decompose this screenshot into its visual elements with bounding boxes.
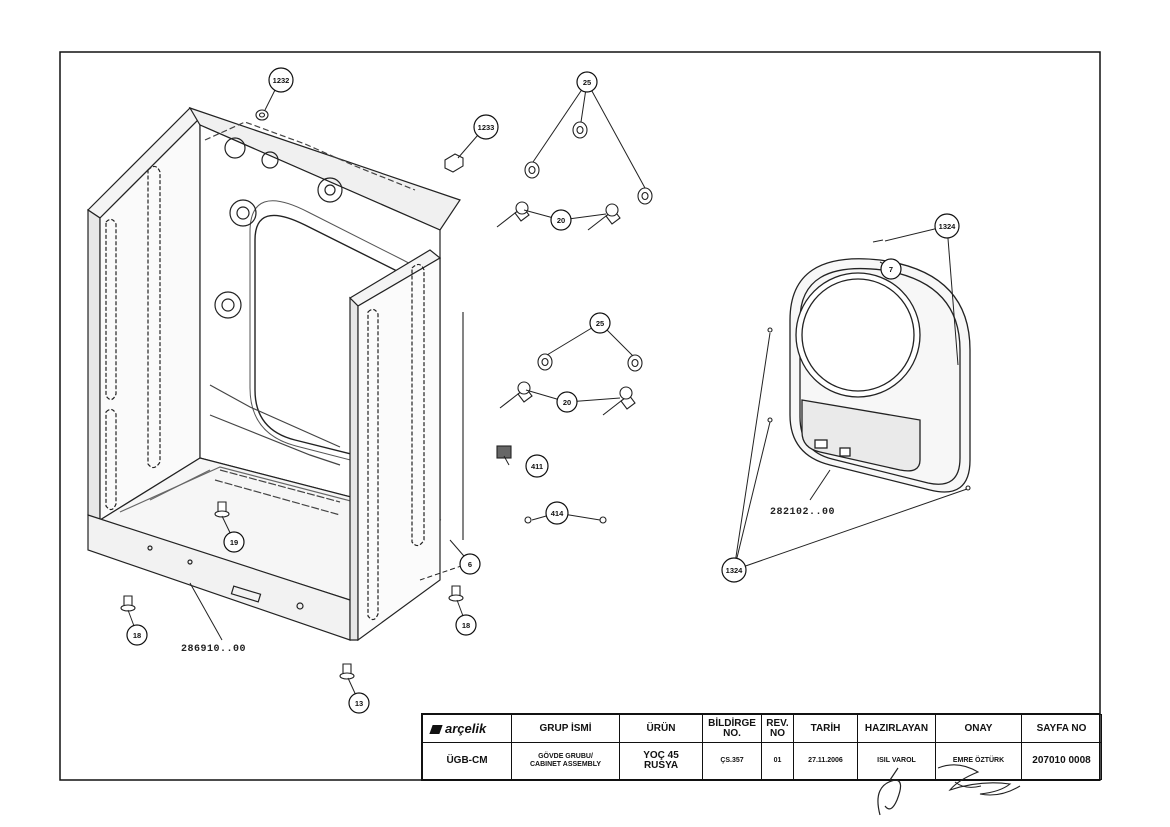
header-notice-line1: BİLDİRGE [708, 717, 756, 729]
value-prepared: ISIL VAROL [857, 742, 936, 780]
cabinet-body [87, 106, 464, 642]
brand-logo: arçelik [422, 714, 512, 743]
front-panel [789, 258, 971, 493]
callout-20-middle: 20 [556, 391, 578, 413]
header-rev-line2: NO [770, 727, 785, 739]
value-code: ÜGB-CM [422, 742, 512, 780]
svg-text:7: 7 [889, 265, 893, 274]
value-group: GÖVDE GRUBU/CABINET ASSEMBLY [511, 742, 620, 780]
svg-text:411: 411 [531, 462, 543, 471]
value-page: 207010 0008 [1021, 742, 1102, 780]
header-rev-line1: REV. [766, 717, 789, 729]
svg-text:1324: 1324 [939, 222, 957, 231]
callout-1324-bottom: 1324 [721, 557, 747, 583]
value-group-line1: GÖVDE GRUBU/ [538, 753, 593, 760]
part-number-front-panel: 282102..00 [770, 507, 835, 518]
header-product: ÜRÜN [619, 714, 703, 743]
callout-411: 411 [525, 454, 549, 478]
svg-text:25: 25 [596, 319, 604, 328]
callout-13: 13 [348, 692, 370, 714]
header-rev: REV.NO [761, 714, 794, 743]
value-approved: EMRE ÖZTÜRK [935, 742, 1022, 780]
part-number-cabinet: 286910..00 [181, 644, 246, 655]
value-notice: ÇS.357 [702, 742, 762, 780]
callout-1232: 1232 [268, 67, 294, 93]
value-rev: 01 [761, 742, 794, 780]
header-page: SAYFA NO [1021, 714, 1102, 743]
callout-18-right: 18 [455, 614, 477, 636]
svg-text:19: 19 [230, 538, 238, 547]
header-date: TARİH [793, 714, 858, 743]
svg-text:18: 18 [462, 621, 470, 630]
value-date: 27.11.2006 [793, 742, 858, 780]
callout-7: 7 [880, 258, 902, 280]
svg-text:20: 20 [557, 216, 565, 225]
brand-name: arçelik [445, 720, 487, 736]
callout-1233: 1233 [473, 114, 499, 140]
value-product-line1: YOÇ 45 [643, 750, 679, 761]
callout-20-top: 20 [550, 209, 572, 231]
svg-text:1233: 1233 [478, 123, 495, 132]
svg-text:13: 13 [355, 699, 363, 708]
callout-25-middle: 25 [589, 312, 611, 334]
svg-text:18: 18 [133, 631, 141, 640]
svg-text:20: 20 [563, 398, 571, 407]
header-notice-line2: NO. [723, 727, 741, 739]
callout-19: 19 [223, 531, 245, 553]
callout-1324-top: 1324 [934, 213, 960, 239]
svg-text:25: 25 [583, 78, 591, 87]
svg-text:1324: 1324 [726, 566, 744, 575]
arcelik-logo-icon [429, 724, 443, 734]
svg-text:1232: 1232 [273, 76, 290, 85]
callout-6: 6 [459, 553, 481, 575]
value-product-line2: RUSYA [643, 760, 679, 771]
value-group-line2: CABINET ASSEMBLY [529, 761, 602, 768]
fastener-parts [120, 109, 971, 680]
callout-18-left: 18 [126, 624, 148, 646]
svg-text:6: 6 [468, 560, 472, 569]
callout-25-top: 25 [576, 71, 598, 93]
header-approved: ONAY [935, 714, 1022, 743]
header-prepared: HAZIRLAYAN [857, 714, 936, 743]
svg-text:414: 414 [551, 509, 564, 518]
callout-414: 414 [545, 501, 569, 525]
signature-scribbles [877, 764, 1021, 816]
header-group: GRUP İSMİ [511, 714, 620, 743]
